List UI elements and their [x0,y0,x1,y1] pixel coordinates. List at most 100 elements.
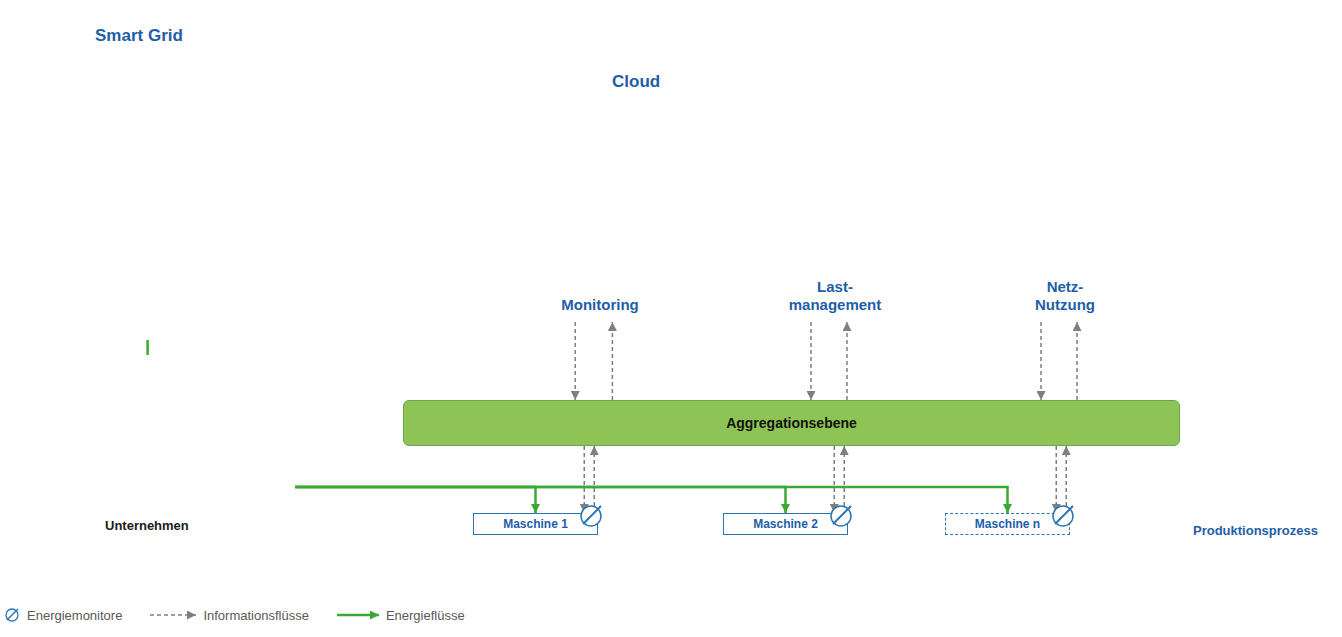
icon-lens [586,210,614,238]
factory-disc [83,355,213,485]
factory-roof [80,427,160,437]
cube-front [538,182,662,322]
service-label: Monitoring [561,296,638,314]
company-factory: Unternehmen [75,355,295,545]
legend-text: Energiemonitore [27,608,122,623]
icon-point [1089,101,1094,106]
flow-connector [846,322,848,400]
flow-connector [584,446,586,513]
icon-point [1035,129,1040,134]
legend-item: Energieflüsse [335,607,465,623]
network-link [300,42,325,105]
icon-point [1069,113,1074,118]
network-node [7,103,37,133]
network-link [88,265,162,322]
icon-handle [610,234,624,248]
flow-connector [574,322,576,400]
network-link [325,55,342,105]
factory-window [118,435,128,451]
label-holder: Smart Grid [95,26,183,46]
flow-connector [1076,322,1078,400]
service-cube: Monitoring [538,182,662,322]
network-node [135,238,189,292]
cube-side [1125,59,1149,322]
icon-gear [840,172,846,178]
grid-illustration [0,10,445,340]
icon-handle [1083,135,1091,145]
network-node [313,93,337,117]
network-node [49,202,75,228]
network-node [261,68,269,76]
factory-window [173,446,183,462]
network-node [167,122,243,198]
icon-lens [1064,116,1086,138]
network-node [378,73,392,87]
node-label: Produktionsprozess [1193,523,1318,538]
energy-monitor-needle [7,609,18,620]
network-link [65,62,115,160]
factory-building [165,420,290,495]
cube-front [1005,83,1125,322]
factory-illustration [75,355,295,545]
cube-top [538,158,686,182]
network-node [6,246,14,254]
network-link [378,80,385,108]
network-link [162,160,205,265]
icon-point [1057,125,1062,130]
label-holder: Monitoring [538,296,662,314]
network-node [87,132,143,188]
label-holder: Cloud [612,72,660,92]
process-band: UnternehmenMaschine 1Maschine 2Maschine … [0,475,1342,590]
network-link [255,72,265,105]
network-node [304,204,316,216]
factory-chimney [233,357,238,425]
icon-gear [826,174,832,180]
network-node [29,309,41,321]
service-cube: Netz- Nutzung [1005,83,1125,322]
machine-label: Maschine 2 [753,517,818,531]
network-node [228,274,256,302]
cube-top [1005,59,1149,83]
network-link [205,160,345,165]
flow-connector [612,322,614,400]
factory-building [110,410,185,480]
node-label: Smart Grid [95,26,183,46]
network-link [385,80,435,90]
energy-monitor-needle [583,506,601,524]
label-holder: Produktionsprozess [1193,523,1318,538]
service-label: Last- management [789,278,882,314]
factory-window [200,446,210,462]
network-link [10,215,62,250]
legend: Energiemonitore Informationsflüsse Energie… [4,607,491,623]
network-link [310,165,345,210]
icon-point [1047,119,1052,124]
factory-window [228,446,238,462]
network-node [368,98,388,118]
network-link [22,118,115,160]
flow-connector [295,487,1008,513]
network-link [62,215,162,265]
network-node [337,50,347,60]
factory-building [80,437,150,495]
node-label: Unternehmen [105,518,189,533]
flow-connector [1056,446,1058,513]
network-link [325,105,345,165]
flow-connector [1066,446,1068,513]
energy-monitor [1053,506,1073,526]
flow-connector [844,446,846,513]
legend-item: Informationsflüsse [148,607,309,623]
network-node [295,37,305,47]
network-link [242,288,275,318]
cloud-region: Monitoring Last- management Netz- Nutzung C… [400,0,1305,395]
service-label: Netz- Nutzung [1035,278,1095,314]
factory-chimney [218,357,223,425]
band-illustration [0,475,1342,590]
machine-box: Maschine n [945,513,1070,535]
flow-connector [146,340,149,355]
network-link [115,159,205,161]
energy-monitor-needle [833,506,851,524]
network-node [35,27,45,37]
energy-monitor [581,506,601,526]
legend-swatch [335,607,381,623]
